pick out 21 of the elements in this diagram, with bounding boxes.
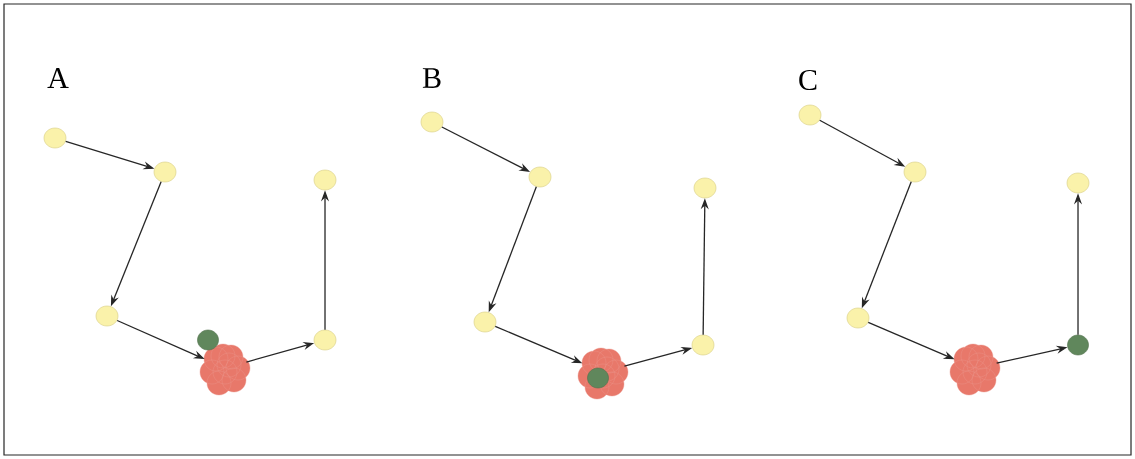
panel-letter: A xyxy=(47,68,69,88)
node-circle xyxy=(153,161,177,183)
node-circle xyxy=(528,166,552,188)
node-circle xyxy=(473,311,497,333)
node-circle xyxy=(313,169,337,191)
node-circle xyxy=(1066,172,1090,194)
node-circle xyxy=(587,367,609,389)
node-cluster xyxy=(949,343,1001,396)
node-circle xyxy=(903,161,927,183)
node-circle xyxy=(95,305,119,327)
node-circle xyxy=(846,307,870,329)
node-circle xyxy=(313,329,337,351)
node-circle xyxy=(43,127,67,149)
node-circle xyxy=(798,104,822,126)
node-circle xyxy=(420,111,444,133)
node-circle xyxy=(693,177,717,199)
node-cluster xyxy=(577,347,629,400)
node-circle xyxy=(1067,334,1089,356)
node-circle xyxy=(691,334,715,356)
node-cluster xyxy=(199,343,251,396)
node-circle xyxy=(197,329,219,351)
